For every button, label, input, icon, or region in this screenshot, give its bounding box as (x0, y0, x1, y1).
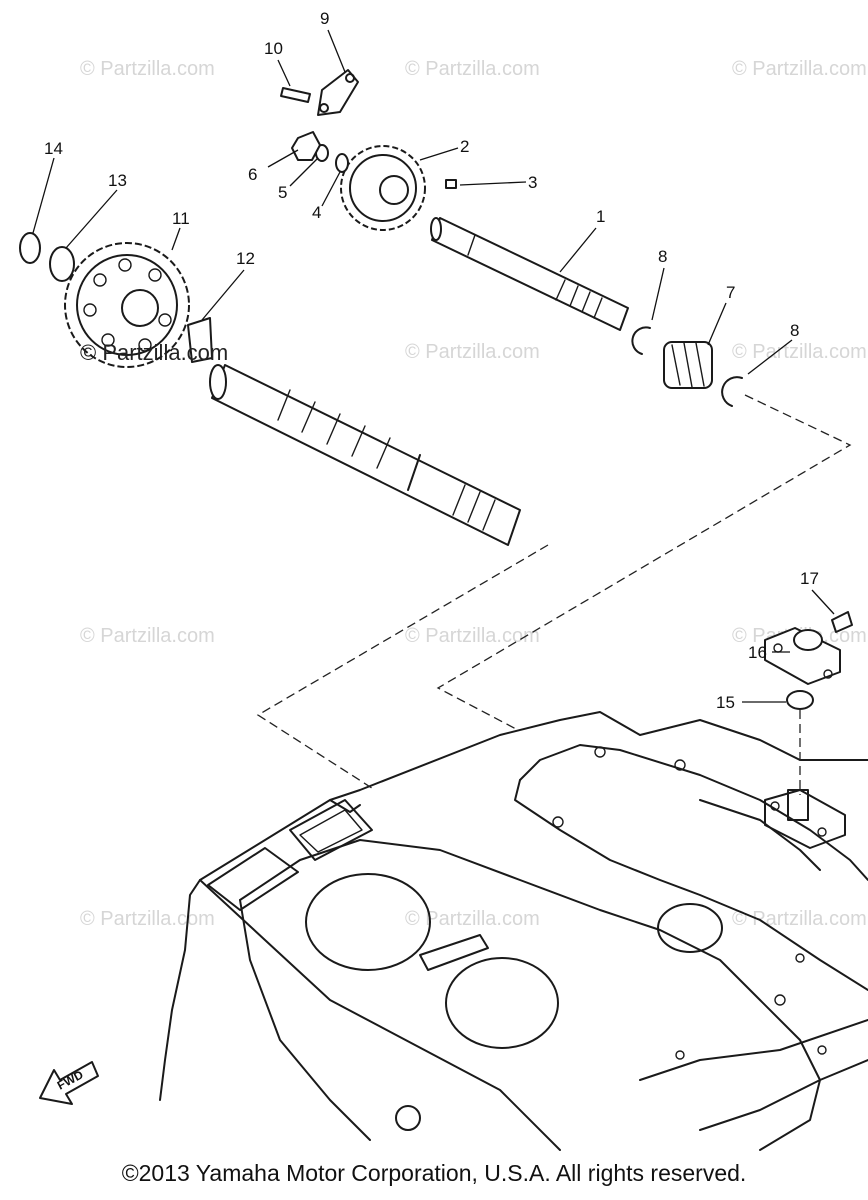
callout-13: 13 (108, 171, 127, 190)
part-14-circlip (19, 232, 41, 264)
fwd-arrow-icon: FWD (39, 1061, 99, 1105)
callout-1: 1 (596, 207, 605, 226)
watermark: © Partzilla.com (732, 58, 867, 80)
callout-16: 16 (748, 643, 767, 662)
part-13-washer (49, 246, 75, 282)
callout-numbers: 1 2 3 4 5 6 7 8 8 9 10 11 12 13 14 15 16… (44, 9, 819, 712)
part-15-seal (786, 690, 814, 710)
part-8-circlip (631, 326, 651, 355)
part-16-housing (764, 627, 841, 685)
callout-3: 3 (528, 173, 537, 192)
callout-12: 12 (236, 249, 255, 268)
callout-7: 7 (726, 283, 735, 302)
watermark: © Partzilla.com (405, 908, 540, 930)
part-17-screw (831, 611, 853, 633)
watermark: © Partzilla.com (732, 341, 867, 363)
part-12-collar (187, 317, 213, 363)
part-11-gear (64, 242, 190, 368)
callout-9: 9 (320, 9, 329, 28)
watermark: © Partzilla.com (405, 625, 540, 647)
callout-5: 5 (278, 183, 287, 202)
part-8-circlip (721, 376, 743, 407)
watermark: © Partzilla.com (405, 58, 540, 80)
exploded-view-drawing: © Partzilla.com © Partzilla.com © Partzi… (19, 9, 868, 1151)
callout-10: 10 (264, 39, 283, 58)
part-10-bolt (280, 87, 311, 103)
watermark: © Partzilla.com (80, 625, 215, 647)
callout-2: 2 (460, 137, 469, 156)
part-4-washer (335, 153, 349, 173)
callout-leaders (32, 29, 835, 703)
part-6-nut (291, 131, 321, 161)
part-9-plate (317, 69, 359, 116)
watermark-overlay: © Partzilla.com (80, 340, 228, 365)
callout-15: 15 (716, 693, 735, 712)
callout-11: 11 (172, 209, 190, 228)
watermark: © Partzilla.com (80, 58, 215, 80)
callout-4: 4 (312, 203, 321, 222)
callout-17: 17 (800, 569, 819, 588)
reference-lines (256, 394, 852, 795)
watermark: © Partzilla.com (732, 908, 867, 930)
callout-14: 14 (44, 139, 63, 158)
crankcase (159, 711, 868, 1151)
part-2-gear (340, 145, 426, 231)
part-7-worm-gear (663, 341, 713, 389)
callout-6: 6 (248, 165, 257, 184)
part-1-shaft (430, 217, 629, 331)
copyright-notice: ©2013 Yamaha Motor Corporation, U.S.A. A… (121, 1160, 747, 1186)
callout-8: 8 (658, 247, 667, 266)
watermark: © Partzilla.com (405, 341, 540, 363)
axle-shaft (209, 364, 521, 546)
watermark: © Partzilla.com (80, 908, 215, 930)
part-3-key (445, 179, 457, 189)
callout-8b: 8 (790, 321, 799, 340)
